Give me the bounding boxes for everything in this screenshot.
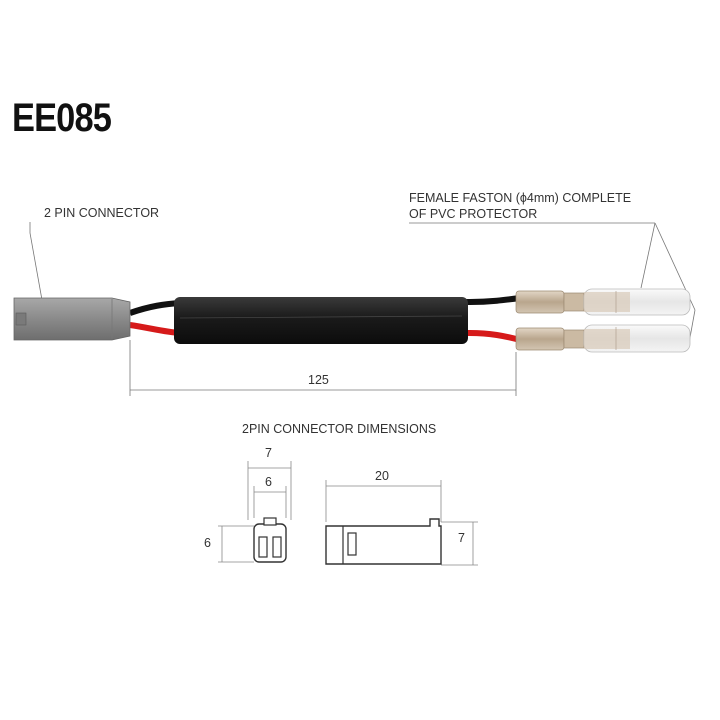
faston-label-line1: FEMALE FASTON (ϕ4mm) COMPLETE — [409, 191, 632, 205]
connector-leader-line — [29, 222, 43, 301]
dimensions-title: 2PIN CONNECTOR DIMENSIONS — [242, 422, 437, 436]
front-width-inner-value: 6 — [265, 475, 272, 489]
front-height-value: 6 — [204, 536, 211, 550]
length-dimension — [129, 340, 517, 396]
faston-leader-upper — [640, 222, 656, 289]
front-width-outer-value: 7 — [265, 446, 272, 460]
faston-upper — [515, 288, 691, 316]
product-code: EE085 — [12, 96, 112, 140]
side-height-value: 7 — [458, 531, 465, 545]
heat-shrink-sleeve — [174, 297, 468, 344]
cable-length-value: 125 — [308, 373, 329, 387]
faston-lower — [515, 324, 691, 353]
faston-label-line2: OF PVC PROTECTOR — [409, 207, 538, 221]
connector-side-view — [325, 480, 478, 566]
connector-label: 2 PIN CONNECTOR — [44, 206, 160, 220]
two-pin-connector — [13, 297, 131, 341]
side-length-value: 20 — [375, 469, 389, 483]
connector-front-view — [218, 461, 292, 563]
